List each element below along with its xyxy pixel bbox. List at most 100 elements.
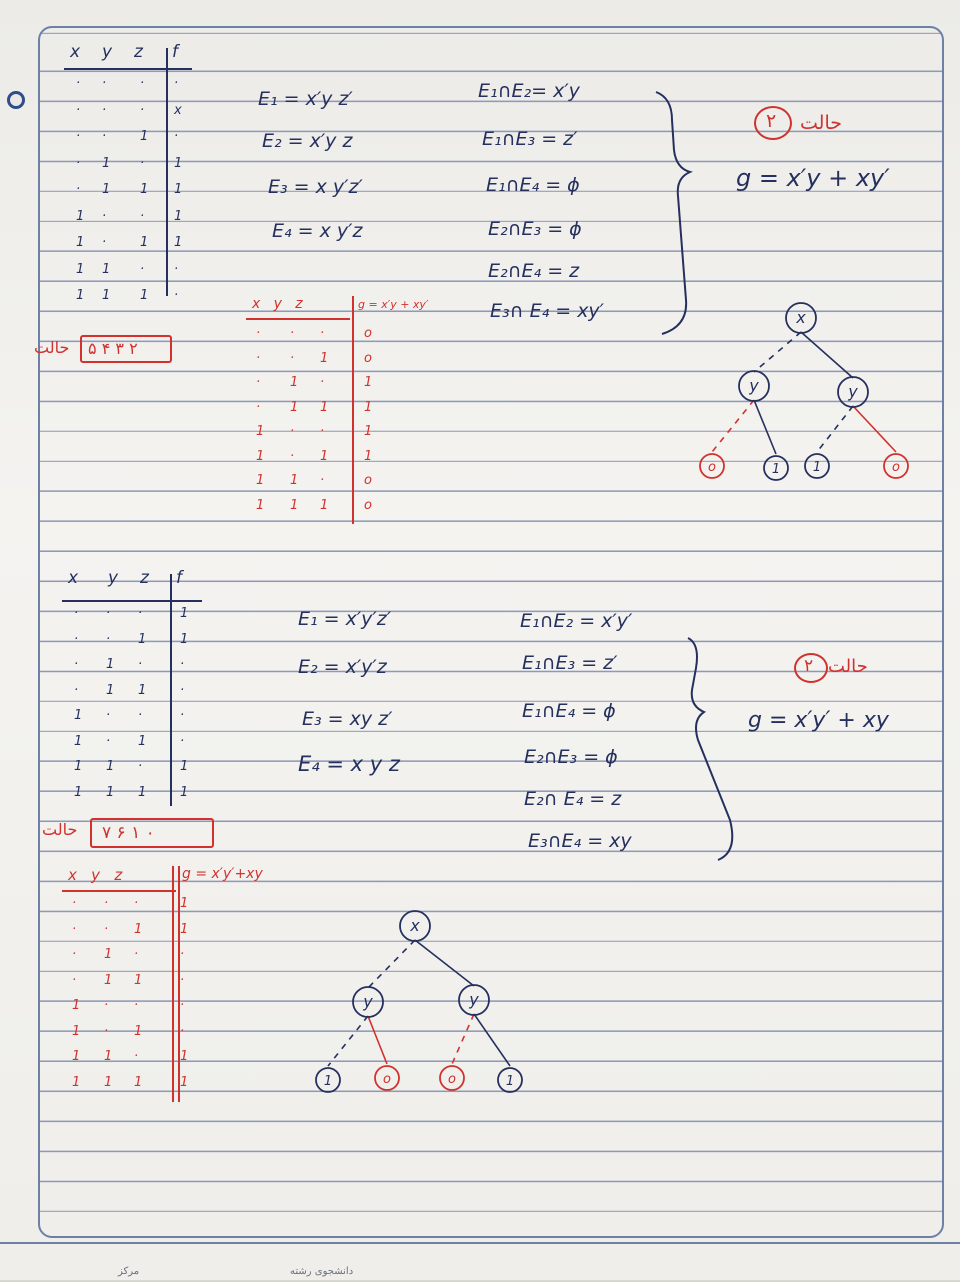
s1-tree-edge <box>852 405 897 453</box>
s1-intersection: E₁∩E₂= x′y <box>478 80 580 102</box>
s2-tree-edge <box>473 1013 511 1067</box>
table-cell: · <box>290 424 295 439</box>
table-cell: · <box>106 631 111 647</box>
table-cell: · <box>134 998 139 1013</box>
svg-text:1: 1 <box>324 1074 332 1089</box>
table-cell: · <box>134 1049 139 1064</box>
s1-states-label: حالت <box>34 338 70 357</box>
s2-g-header-g: g = x′y′+xy <box>182 866 263 882</box>
table-cell: 1 <box>138 682 147 698</box>
table-cell: o <box>364 350 372 366</box>
table-cell: · <box>174 288 179 303</box>
table-cell: 1 <box>104 1049 113 1064</box>
table-cell: 1 <box>290 375 299 390</box>
s1-header-f: f <box>172 42 178 62</box>
table-cell: 1 <box>72 998 81 1013</box>
s1-tree-mid-node: y <box>837 376 869 408</box>
table-cell: 1 <box>140 288 149 303</box>
s2-tree-edge <box>367 939 416 989</box>
table-cell: · <box>320 326 325 341</box>
s2-tree-leaf-node: 1 <box>315 1067 341 1093</box>
table-cell: · <box>256 399 261 415</box>
binder-hole <box>7 91 25 109</box>
table-cell: · <box>140 261 145 277</box>
s1-tree-edge <box>800 331 854 379</box>
svg-text:x: x <box>795 308 806 327</box>
svg-text:1: 1 <box>506 1074 514 1089</box>
table-cell: · <box>174 76 179 91</box>
s1-minterm: E₂ = x′y z <box>262 130 353 152</box>
s1-result: g = x′y + xy′ <box>736 164 890 192</box>
s2-header-f: f <box>176 568 182 588</box>
table-cell: 1 <box>74 759 83 774</box>
s2-tree-mid-node: y <box>458 984 490 1016</box>
table-cell: 1 <box>74 733 83 749</box>
table-cell: 1 <box>364 375 373 390</box>
ruled-frame <box>38 26 944 1238</box>
footer-student-field: دانشجوی رشته <box>290 1266 354 1277</box>
table-cell: x <box>174 102 182 118</box>
s1-case-label: حالت <box>800 112 842 134</box>
table-cell: 1 <box>72 1023 81 1039</box>
table-cell: · <box>180 998 185 1013</box>
table-cell: 1 <box>320 350 329 366</box>
table-cell: 1 <box>104 947 113 962</box>
s2-tree-edge <box>451 1013 475 1065</box>
table-cell: · <box>72 972 77 988</box>
s2-minterm: E₁ = x′y′z′ <box>298 608 392 630</box>
s2-intersection: E₁∩E₃ = z′ <box>522 652 618 674</box>
s1-intersection: E₃∩ E₄ = xy′ <box>490 300 604 322</box>
table-cell: · <box>134 896 139 911</box>
table-cell: 1 <box>180 759 189 774</box>
s1-tree-mid-node: y <box>738 370 770 402</box>
svg-text:y: y <box>362 992 373 1011</box>
svg-text:x: x <box>409 916 420 935</box>
s1-tree-leaf-node: o <box>883 453 909 479</box>
svg-text:y: y <box>748 376 759 395</box>
table-cell: 1 <box>134 1074 143 1090</box>
table-cell: 1 <box>104 1074 113 1090</box>
page-footer: دانشجوی رشته مرکز <box>0 1242 960 1282</box>
table-cell: 1 <box>134 1023 143 1039</box>
s2-header-x: x <box>68 568 79 588</box>
s1-g-header-xyz: x y z <box>252 296 303 312</box>
table-cell: o <box>364 326 372 341</box>
table-cell: · <box>106 733 111 749</box>
table-cell: · <box>138 657 143 672</box>
table-cell: 1 <box>364 399 373 415</box>
s1-case-circle: ۲ <box>754 106 792 140</box>
table-cell: 1 <box>74 784 83 800</box>
s2-tree-mid-node: y <box>352 986 384 1018</box>
table-cell: 1 <box>180 1049 189 1064</box>
table-cell: 1 <box>74 708 83 723</box>
table-cell: · <box>290 326 295 341</box>
table-cell: · <box>320 424 325 439</box>
s1-tree-edge <box>753 399 777 455</box>
s2-tree-edge <box>367 1015 388 1065</box>
s2-intersection: E₂∩ E₄ = z <box>524 788 622 810</box>
table-cell: · <box>102 208 107 224</box>
svg-text:o: o <box>448 1072 456 1087</box>
table-cell: 1 <box>138 631 147 647</box>
table-cell: · <box>104 1023 109 1039</box>
svg-text:1: 1 <box>813 460 821 475</box>
table-cell: 1 <box>256 448 265 464</box>
table-cell: · <box>76 182 81 197</box>
table-cell: 1 <box>256 497 265 513</box>
table-cell: · <box>290 350 295 366</box>
table-cell: · <box>140 155 145 171</box>
table-cell: 1 <box>76 208 85 224</box>
s1-case-number: ۲ <box>766 110 777 132</box>
s2-minterm: E₄ = x y z <box>298 752 400 776</box>
table-cell: 1 <box>140 235 149 250</box>
table-cell: · <box>180 1023 185 1039</box>
table-cell: 1 <box>364 424 373 439</box>
table-cell: · <box>104 921 109 937</box>
table-cell: 1 <box>102 261 111 277</box>
